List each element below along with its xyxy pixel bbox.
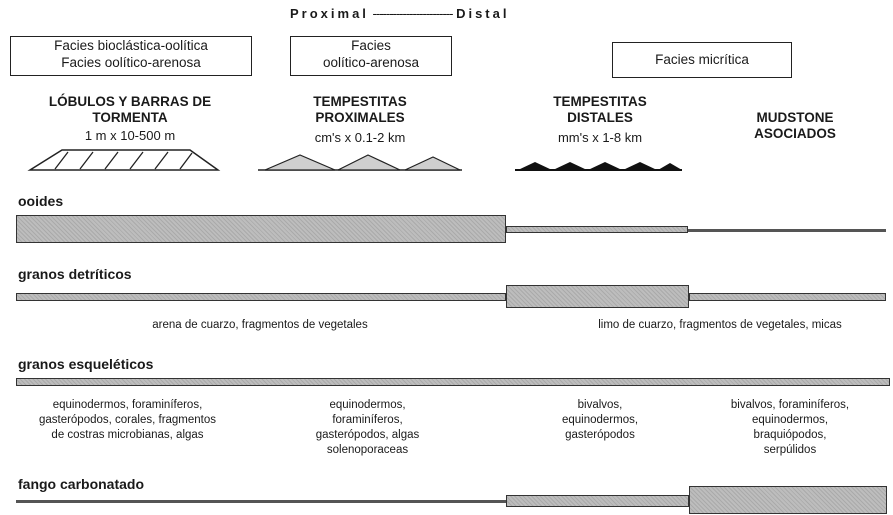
distales-symbol xyxy=(515,162,682,171)
row-label-ooides: ooides xyxy=(18,193,64,209)
ooides-line xyxy=(688,229,886,232)
facies-box-line: Facies bioclástica-oolítica xyxy=(54,38,208,53)
column-heading-mudstone: MUDSTONE ASOCIADOS xyxy=(715,110,875,142)
esqueleticos-col1: equinodermos, foraminíferos, gasterópodo… xyxy=(5,398,250,443)
heading-line: TORMENTA xyxy=(92,110,168,125)
facies-box-bioclastica: Facies bioclástica-oolítica Facies oolít… xyxy=(10,36,252,76)
desc-line: bivalvos, xyxy=(577,399,623,411)
facies-box-oolitico: Facies oolítico-arenosa xyxy=(290,36,452,76)
desc-line: foraminíferos, xyxy=(332,414,403,426)
column-dims-lobulos: 1 m x 10-500 m xyxy=(84,128,176,143)
esqueleticos-col2: equinodermos, foraminíferos, gasterópodo… xyxy=(280,398,455,458)
heading-line: TEMPESTITAS xyxy=(313,94,407,109)
desc-line: gasterópodos xyxy=(565,429,635,441)
desc-line: equinodermos, xyxy=(329,399,406,411)
desc-line: gasterópodos, algas xyxy=(315,429,420,441)
column-dims-distales: mm's x 1-8 km xyxy=(557,130,643,145)
desc-line: bivalvos, foraminíferos, xyxy=(730,399,850,411)
facies-box-line: Facies micrítica xyxy=(655,52,749,67)
desc-line: serpúlidos xyxy=(763,444,817,456)
heading-line: PROXIMALES xyxy=(315,110,405,125)
desc-line: de costras microbianas, algas xyxy=(51,429,204,441)
detriticos-note-right: limo de cuarzo, fragmentos de vegetales,… xyxy=(598,319,842,331)
heading-line: MUDSTONE xyxy=(756,110,834,125)
column-heading-lobulos: LÓBULOS Y BARRAS DE TORMENTA xyxy=(10,94,250,126)
fango-bar-mid xyxy=(506,495,689,507)
axis-dashes: ------------------------ xyxy=(372,6,454,21)
fango-bar-thick xyxy=(689,486,887,514)
facies-box-line: Facies xyxy=(351,38,391,53)
desc-line: solenoporaceas xyxy=(326,444,409,456)
desc-line: equinodermos, foraminíferos, xyxy=(52,399,203,411)
heading-line: DISTALES xyxy=(567,110,633,125)
row-label-detriticos: granos detríticos xyxy=(18,266,132,282)
row-label-fango: fango carbonatado xyxy=(18,476,145,492)
heading-line: LÓBULOS Y BARRAS DE xyxy=(48,94,212,109)
desc-line: equinodermos, xyxy=(751,414,829,426)
proximal-label: Proximal xyxy=(290,6,369,21)
detriticos-bar-thin-right xyxy=(689,293,886,301)
column-heading-distales: TEMPESTITAS DISTALES xyxy=(520,94,680,126)
facies-box-line: oolítico-arenosa xyxy=(322,55,420,70)
esqueleticos-col4: bivalvos, foraminíferos, equinodermos, b… xyxy=(700,398,880,458)
ooides-bar-thick xyxy=(16,215,506,243)
fango-line xyxy=(16,500,506,503)
esqueleticos-bar xyxy=(16,378,890,386)
ooides-bar-thin xyxy=(506,226,688,233)
lobulos-symbol xyxy=(27,149,221,171)
detriticos-bar-thin-left xyxy=(16,293,506,301)
detriticos-note-left: arena de cuarzo, fragmentos de vegetales xyxy=(152,319,368,331)
facies-symbols xyxy=(27,149,682,171)
proximal-distal-axis: Proximal ------------------------ Distal xyxy=(290,6,630,21)
detriticos-bar-thick xyxy=(506,285,689,308)
facies-box-micritica: Facies micrítica xyxy=(612,42,792,78)
column-dims-proximales: cm's x 0.1-2 km xyxy=(314,130,406,145)
column-heading-proximales: TEMPESTITAS PROXIMALES xyxy=(270,94,450,126)
proximales-symbol xyxy=(258,154,462,171)
row-label-esqueleticos: granos esqueléticos xyxy=(18,356,154,372)
distal-label: Distal xyxy=(456,6,510,21)
heading-line: TEMPESTITAS xyxy=(553,94,647,109)
heading-line: ASOCIADOS xyxy=(754,126,836,141)
desc-line: gasterópodos, corales, fragmentos xyxy=(38,414,217,426)
esqueleticos-col3: bivalvos, equinodermos, gasterópodos xyxy=(535,398,665,443)
desc-line: equinodermos, xyxy=(561,414,639,426)
facies-box-line: Facies oolítico-arenosa xyxy=(61,55,201,70)
desc-line: braquiópodos, xyxy=(753,429,827,441)
